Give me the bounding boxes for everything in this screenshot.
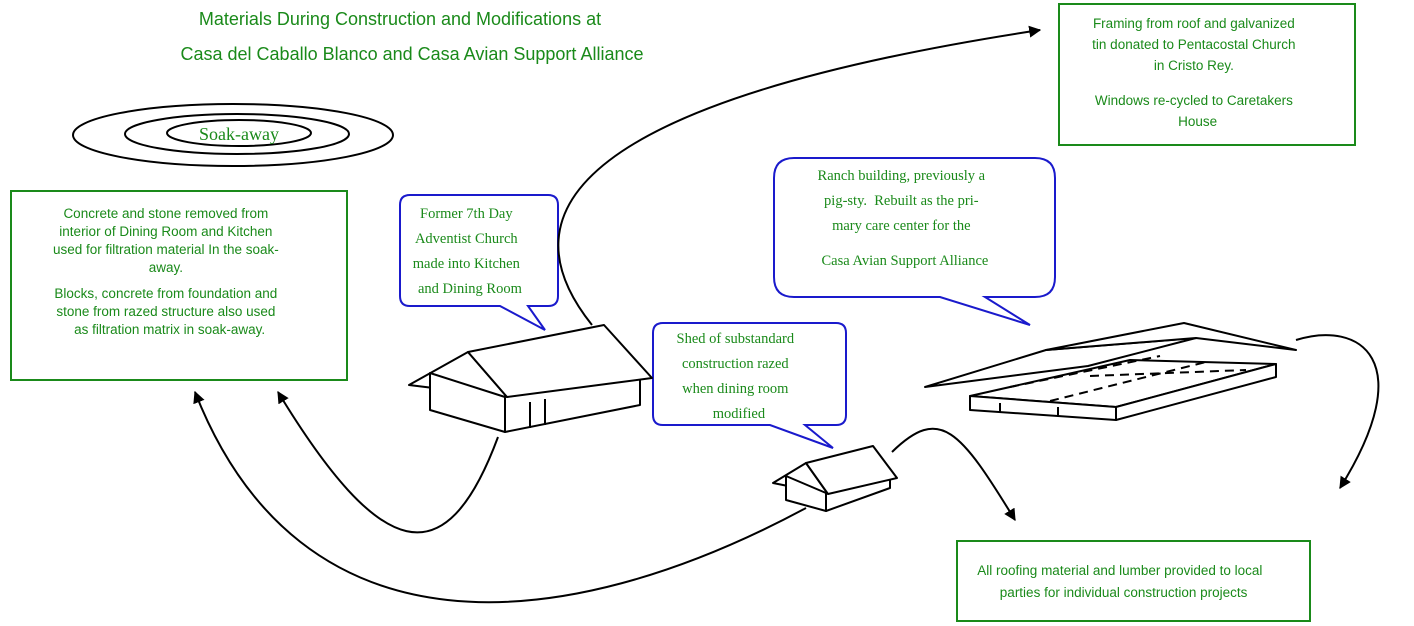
church-line: Former 7th Day	[420, 206, 513, 222]
ranch-divider	[1009, 355, 1161, 388]
roofing-line: parties for individual construction proj…	[1000, 585, 1248, 600]
callout-church-bubble	[399, 194, 559, 331]
shed-building	[772, 445, 898, 512]
filtration-line: stone from razed structure also used	[56, 304, 275, 319]
ranch-divider	[1089, 369, 1247, 377]
filtration-line: interior of Dining Room and Kitchen	[59, 224, 272, 239]
arrow-shed-to-roofing	[891, 427, 1016, 522]
ranch-base-side	[1115, 363, 1277, 421]
ranch-line: pig-sty. Rebuilt as the pri-	[824, 193, 979, 209]
arrow-church-to-filtration	[277, 390, 499, 534]
arrow-church-to-framing	[557, 25, 1042, 326]
church-line: Adventist Church	[415, 231, 518, 247]
filtration-line: as filtration matrix in soak-away.	[74, 322, 265, 337]
title-line-2: Casa del Caballo Blanco and Casa Avian S…	[181, 44, 644, 64]
ranch-roof-right	[1045, 322, 1297, 351]
shed-line: Shed of substandard	[677, 331, 795, 347]
shed-line: when dining room	[682, 381, 789, 397]
callout-shed: Shed of substandard construction razed w…	[0, 0, 847, 449]
title-line-1: Materials During Construction and Modifi…	[199, 9, 601, 29]
callout-ranch: Ranch building, previously a pig-sty. Re…	[0, 0, 1056, 326]
framing-box: Framing from roof and galvanized tin don…	[0, 0, 1356, 146]
filtration-line: used for filtration material In the soak…	[53, 242, 279, 257]
roofing-box-text: All roofing material and lumber provided…	[977, 563, 1262, 600]
framing-line: tin donated to Pentacostal Church	[1092, 37, 1295, 52]
filtration-line: away.	[149, 260, 183, 275]
church-roof	[467, 324, 653, 398]
filtration-box-border	[10, 190, 348, 381]
soakaway-ring-middle	[124, 113, 350, 155]
callout-shed-bubble	[652, 322, 847, 449]
soakaway-ring-inner	[166, 119, 312, 147]
soakaway-ring-outer	[72, 103, 394, 167]
soakaway-label: Soak-away	[199, 124, 279, 144]
framing-line: in Cristo Rey.	[1154, 58, 1234, 73]
roofing-box: All roofing material and lumber provided…	[956, 540, 1311, 622]
church-line: made into Kitchen	[413, 256, 521, 272]
church-line: and Dining Room	[418, 281, 523, 297]
church-building	[408, 324, 653, 433]
framing-line: House	[1178, 114, 1217, 129]
filtration-line: Concrete and stone removed from	[63, 206, 268, 221]
callout-church: Former 7th Day Adventist Church made int…	[0, 0, 559, 331]
filtration-box-text: Concrete and stone removed from interior…	[0, 0, 305, 337]
roofing-line: All roofing material and lumber provided…	[977, 563, 1262, 578]
arrows	[193, 25, 1380, 604]
callout-church-text: Former 7th Day Adventist Church made int…	[0, 0, 545, 297]
shed-line: modified	[713, 406, 766, 422]
ranch-pen-dividers	[999, 355, 1247, 416]
ranch-divider	[1049, 361, 1207, 402]
callout-ranch-bubble	[773, 157, 1056, 326]
arrow-shed-to-filtration	[193, 390, 807, 604]
ranch-line: Ranch building, previously a	[818, 168, 986, 184]
ranch-line: mary care center for the	[832, 218, 970, 234]
shed-line: construction razed	[682, 356, 789, 372]
framing-line: Framing from roof and galvanized	[1093, 16, 1295, 31]
arrow-ranch-to-roofing	[1295, 334, 1380, 490]
soakaway-diagram: Soak-away	[72, 103, 394, 167]
filtration-box: Concrete and stone removed from interior…	[0, 0, 348, 381]
roofing-box-border	[956, 540, 1311, 622]
callout-shed-text: Shed of substandard construction razed w…	[0, 0, 819, 422]
callout-ranch-text: Ranch building, previously a pig-sty. Re…	[0, 0, 1010, 269]
framing-box-border	[1058, 3, 1356, 146]
shed-roof	[805, 445, 898, 495]
ranch-building	[924, 322, 1297, 421]
ranch-line: Casa Avian Support Alliance	[822, 253, 989, 269]
framing-line: Windows re-cycled to Caretakers	[1095, 93, 1293, 108]
filtration-line: Blocks, concrete from foundation and	[54, 286, 277, 301]
framing-box-text: Framing from roof and galvanized tin don…	[0, 0, 1322, 129]
